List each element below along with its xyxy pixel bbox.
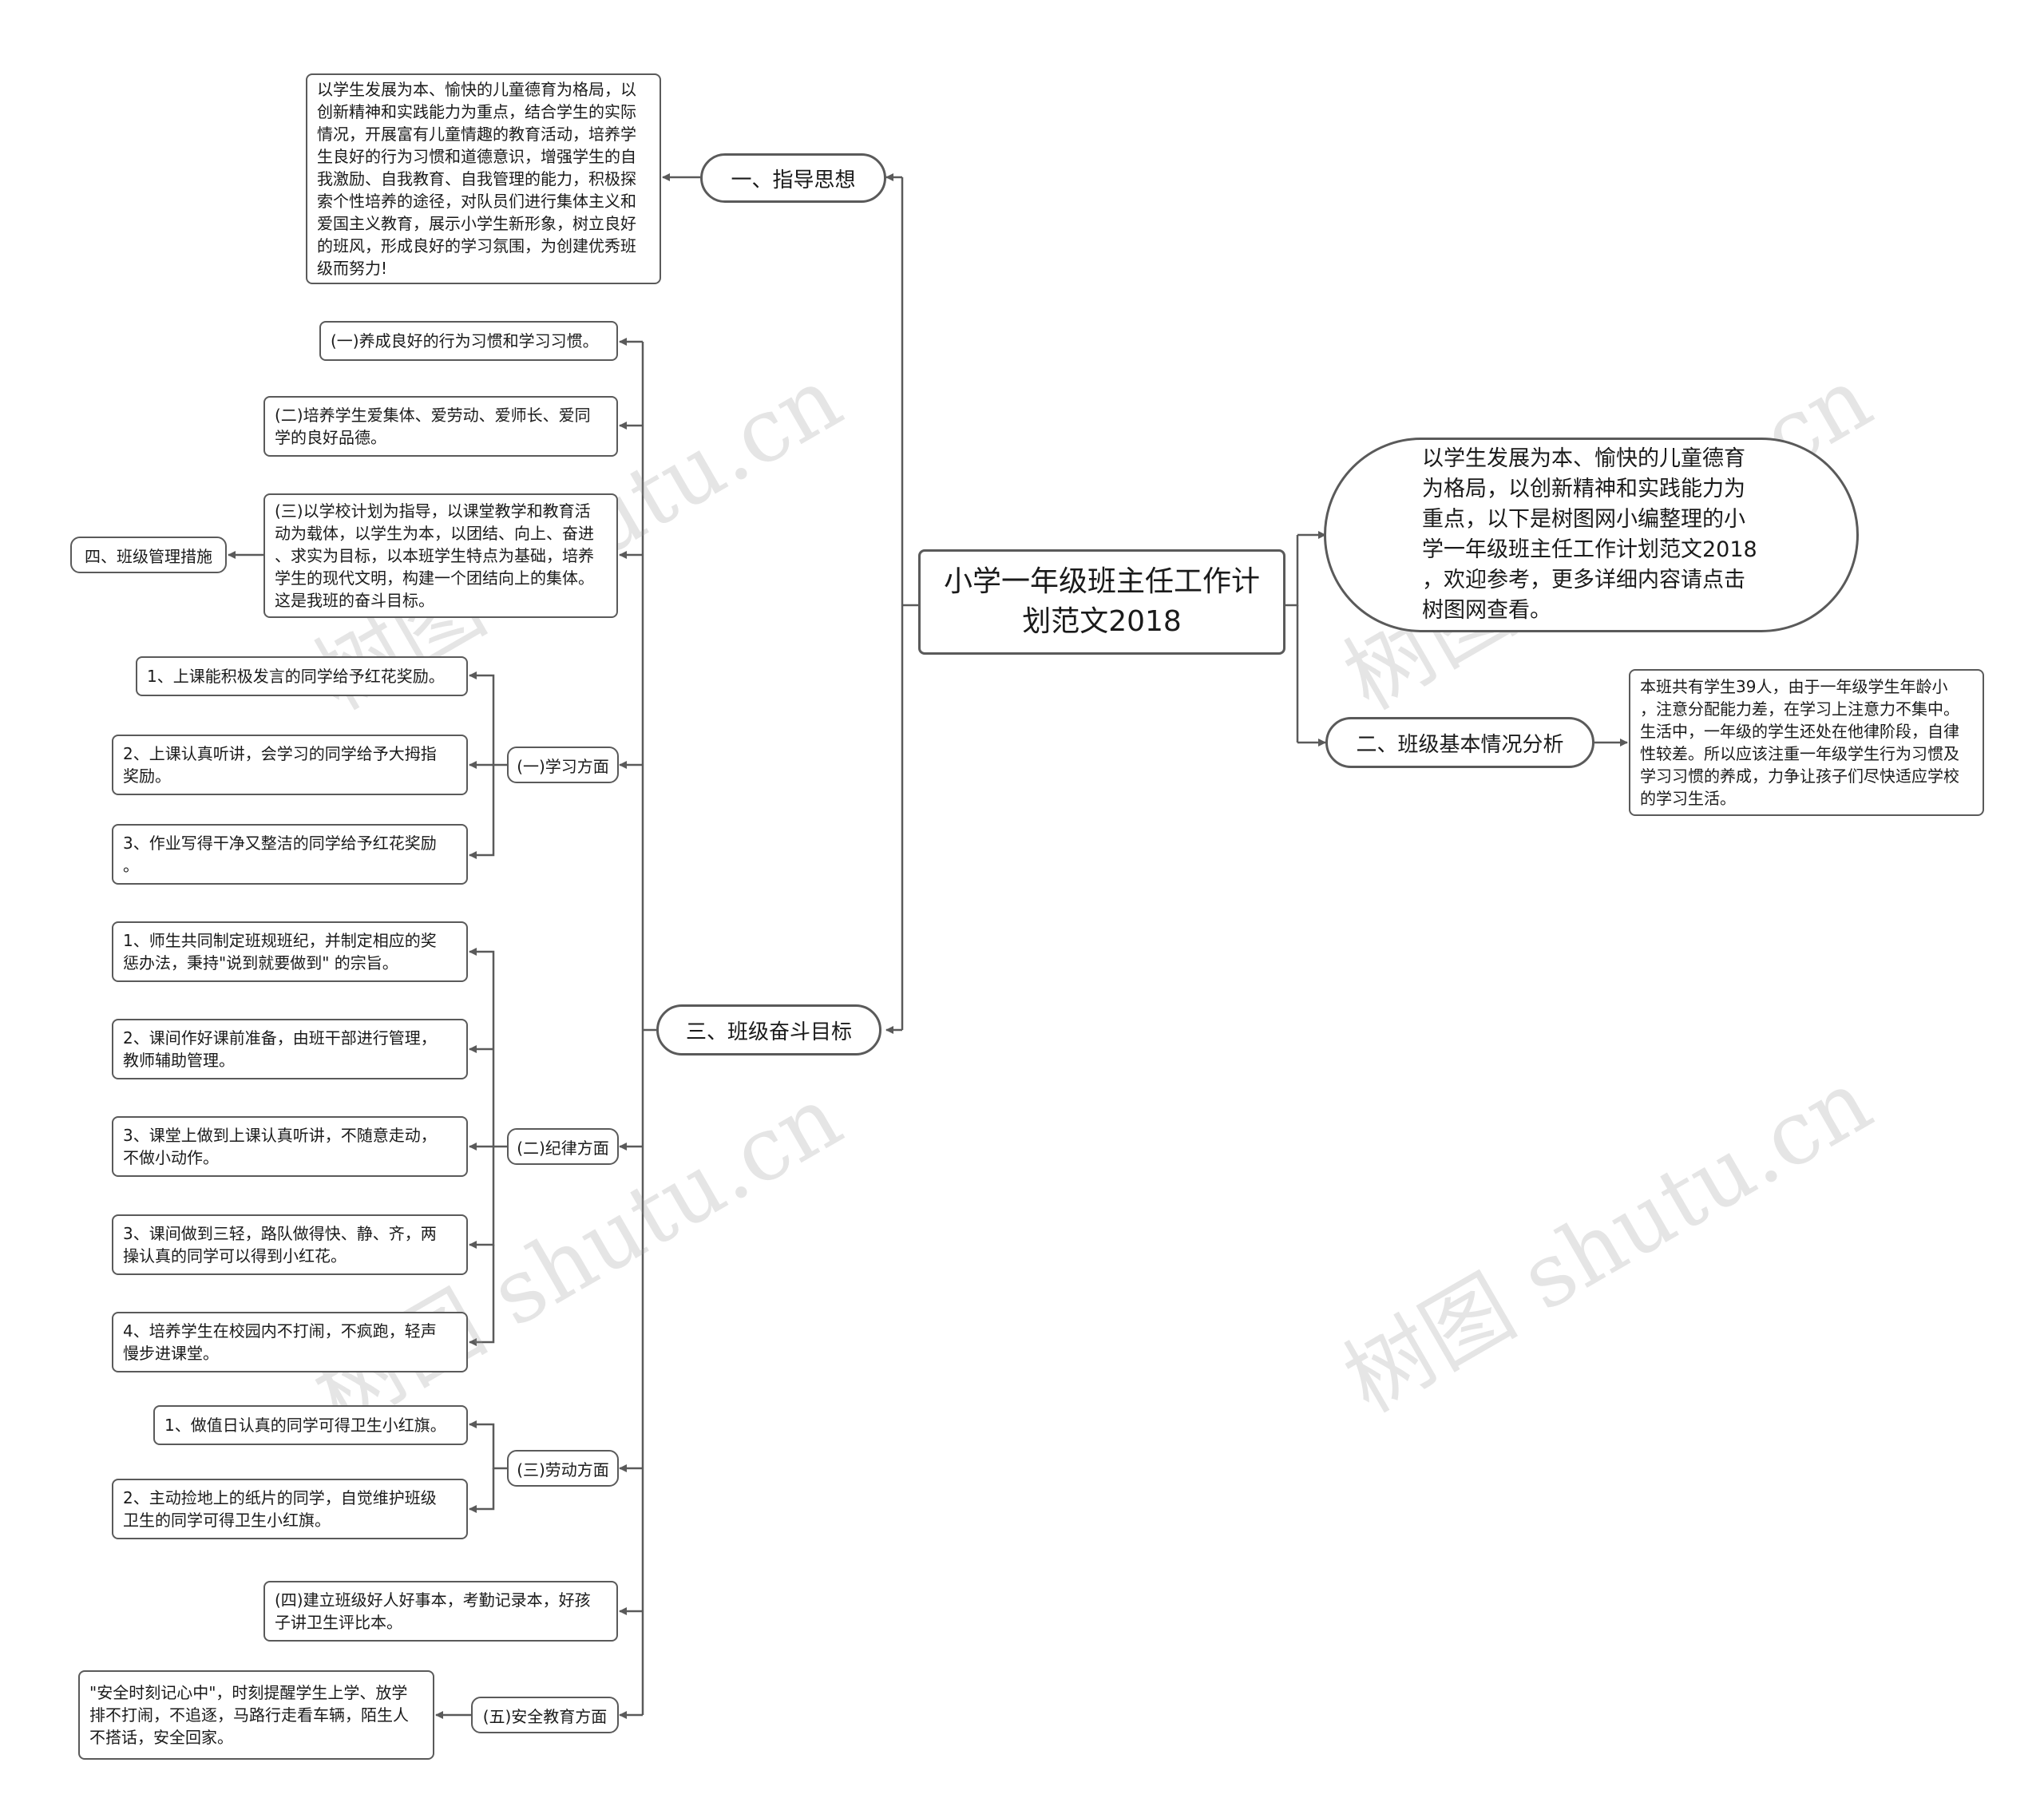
labor-aspect[interactable]: (三)劳动方面 [507, 1450, 619, 1487]
labor-item-2: 2、主动捡地上的纸片的同学，自觉维护班级 卫生的同学可得卫生小红旗。 [112, 1479, 468, 1539]
branch-analysis-label: 二、班级基本情况分析 [1356, 732, 1564, 757]
goal-record: (四)建立班级好人好事本，考勤记录本，好孩 子讲卫生评比本。 [263, 1581, 618, 1642]
labor-item-1: 1、做值日认真的同学可得卫生小红旗。 [153, 1405, 468, 1445]
safety-aspect[interactable]: (五)安全教育方面 [471, 1697, 619, 1733]
study-item-3: 3、作业写得干净又整洁的同学给予红花奖励 。 [112, 824, 468, 885]
analysis-detail: 本班共有学生39人，由于一年级学生年龄小 ，注意分配能力差，在学习上注意力不集中… [1629, 669, 1984, 816]
branch-guide[interactable]: 一、指导思想 [700, 153, 886, 203]
study-item-1: 1、上课能积极发言的同学给予红花奖励。 [136, 656, 468, 696]
guide-detail-text: 以学生发展为本、愉快的儿童德育为格局，以 创新精神和实践能力为重点，结合学生的实… [317, 80, 636, 278]
goal-habit: (一)养成良好的行为习惯和学习习惯。 [319, 321, 618, 361]
study-aspect[interactable]: (一)学习方面 [507, 747, 619, 783]
discipline-item-5: 4、培养学生在校园内不打闹，不疯跑，轻声 慢步进课堂。 [112, 1312, 468, 1372]
discipline-item-4: 3、课间做到三轻，路队做得快、静、齐，两 操认真的同学可以得到小红花。 [112, 1214, 468, 1275]
study-item-2: 2、上课认真听讲，会学习的同学给予大拇指 奖励。 [112, 735, 468, 795]
discipline-item-1: 1、师生共同制定班规班纪，并制定相应的奖 惩办法，秉持"说到就要做到" 的宗旨。 [112, 921, 468, 982]
root-title: 小学一年级班主任工作计划范文2018 [943, 565, 1260, 638]
safety-detail: "安全时刻记心中"，时刻提醒学生上学、放学 排不打闹，不追逐，马路行走看车辆，陌… [78, 1670, 434, 1760]
goal-moral: (二)培养学生爱集体、爱劳动、爱师长、爱同 学的良好品德。 [263, 396, 618, 457]
root-topic[interactable]: 小学一年级班主任工作计划范文2018 [918, 549, 1285, 655]
analysis-detail-text: 本班共有学生39人，由于一年级学生年龄小 ，注意分配能力差，在学习上注意力不集中… [1640, 677, 1959, 808]
discipline-item-2: 2、课间作好课前准备，由班干部进行管理， 教师辅助管理。 [112, 1019, 468, 1079]
intro-text: 以学生发展为本、愉快的儿童德育 为格局，以创新精神和实践能力为 重点，以下是树图… [1422, 446, 1757, 623]
goal-plan: (三)以学校计划为指导，以课堂教学和教育活 动为载体，以学生为本，以团结、向上、… [263, 493, 618, 618]
branch-goals-label: 三、班级奋斗目标 [685, 1020, 852, 1044]
link-root-right [1285, 535, 1299, 607]
guide-detail: 以学生发展为本、愉快的儿童德育为格局，以 创新精神和实践能力为重点，结合学生的实… [306, 73, 661, 284]
discipline-item-3: 3、课堂上做到上课认真听讲，不随意走动， 不做小动作。 [112, 1116, 468, 1177]
branch-analysis[interactable]: 二、班级基本情况分析 [1325, 717, 1594, 768]
discipline-aspect[interactable]: (二)纪律方面 [507, 1128, 619, 1165]
branch-goals[interactable]: 三、班级奋斗目标 [656, 1004, 881, 1056]
management-measures[interactable]: 四、班级管理措施 [70, 537, 227, 573]
intro-bubble[interactable]: 以学生发展为本、愉快的儿童德育 为格局，以创新精神和实践能力为 重点，以下是树图… [1324, 438, 1859, 632]
branch-guide-label: 一、指导思想 [731, 168, 856, 192]
